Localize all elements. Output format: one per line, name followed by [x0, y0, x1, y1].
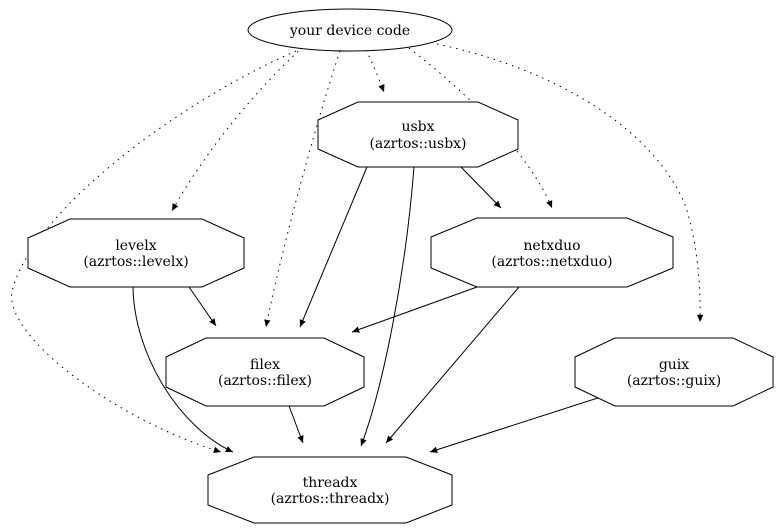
guix-octagon — [574, 337, 774, 407]
edge-levelx-to-filex — [188, 286, 217, 327]
node-netxduo: netxduo (azrtos::netxduo) — [430, 217, 674, 288]
netxduo-sublabel: (azrtos::netxduo) — [491, 254, 612, 270]
netxduo-octagon — [430, 217, 674, 288]
levelx-octagon — [27, 218, 245, 288]
device-code-label: your device code — [289, 23, 410, 39]
filex-label: filex — [250, 357, 280, 373]
node-threadx: threadx (azrtos::threadx) — [207, 456, 453, 524]
edge-levelx-to-threadx — [132, 286, 234, 453]
threadx-label: threadx — [303, 475, 358, 491]
node-filex: filex (azrtos::filex) — [165, 337, 365, 407]
netxduo-label: netxduo — [523, 238, 580, 254]
guix-label: guix — [659, 357, 689, 373]
node-usbx: usbx (azrtos::usbx) — [317, 101, 519, 168]
edge-device-code-to-levelx — [171, 46, 304, 212]
usbx-octagon — [317, 101, 519, 168]
filex-octagon — [165, 337, 365, 407]
usbx-sublabel: (azrtos::usbx) — [369, 136, 466, 152]
edge-netxduo-to-threadx — [385, 286, 520, 444]
edge-device-code-to-threadx — [11, 50, 297, 453]
edge-usbx-to-netxduo — [460, 166, 502, 209]
edge-device-code-to-guix — [436, 43, 704, 323]
edge-netxduo-to-filex — [351, 286, 478, 333]
edge-guix-to-threadx — [429, 394, 608, 453]
levelx-label: levelx — [115, 238, 156, 254]
node-device-code: your device code — [247, 8, 453, 52]
node-levelx: levelx (azrtos::levelx) — [27, 218, 245, 288]
threadx-octagon — [207, 456, 453, 524]
edge-filex-to-threadx — [288, 405, 304, 444]
edge-usbx-to-threadx — [360, 166, 415, 447]
edge-device-code-to-usbx — [365, 49, 385, 93]
edge-device-code-to-filex — [264, 50, 341, 328]
filex-sublabel: (azrtos::filex) — [218, 373, 312, 389]
device-code-ellipse — [247, 8, 453, 52]
levelx-sublabel: (azrtos::levelx) — [83, 254, 188, 270]
threadx-sublabel: (azrtos::threadx) — [271, 491, 390, 507]
node-guix: guix (azrtos::guix) — [574, 337, 774, 407]
guix-sublabel: (azrtos::guix) — [627, 373, 721, 389]
edge-usbx-to-filex — [299, 166, 368, 328]
usbx-label: usbx — [401, 119, 434, 135]
